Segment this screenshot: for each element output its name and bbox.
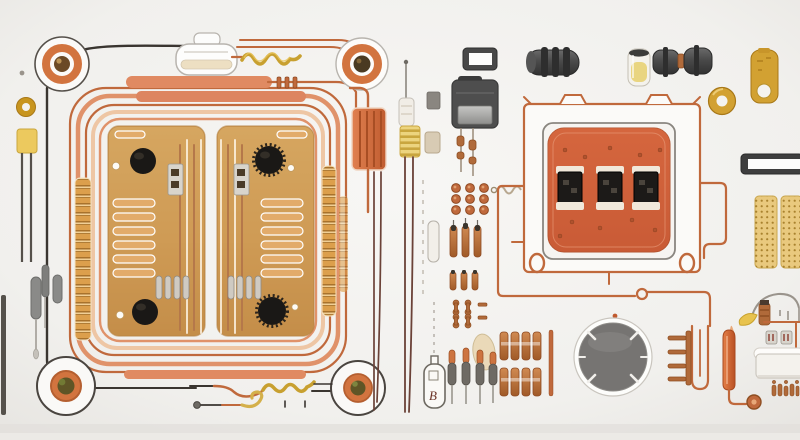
crimp-pins-row2 <box>449 270 479 291</box>
cpu-socket-tab-right <box>645 94 673 105</box>
edge-dark-bar <box>1 295 6 415</box>
trimmer-knob-bl <box>132 299 158 325</box>
gold-washer-small <box>16 97 36 117</box>
middle-column-parts: B <box>348 59 728 413</box>
smd-chip-2 <box>596 166 624 210</box>
via-dot-grid <box>451 183 489 215</box>
gold-jumper-wire-bottom <box>189 380 333 409</box>
right-edge-components <box>573 153 800 410</box>
keycap-module <box>753 347 800 379</box>
interconnect-traces <box>496 181 728 328</box>
crimp-pin-cluster2 <box>499 329 554 397</box>
ribbed-heatsink <box>348 86 387 214</box>
test-probes <box>447 347 498 404</box>
cpu-socket-module <box>522 94 702 285</box>
coil-column-right <box>321 165 337 317</box>
wire-arc-bridge <box>738 292 800 353</box>
copper-rod <box>548 329 554 397</box>
ghost-connector <box>175 32 238 76</box>
bottle-tag: B <box>423 355 446 409</box>
bottom-light-strip <box>0 433 800 440</box>
comb-connector <box>667 330 692 386</box>
gold-washer-large <box>707 86 737 116</box>
trimmer-knobs <box>111 143 299 328</box>
coil-column-right2 <box>339 196 348 292</box>
needle-antenna <box>398 59 415 127</box>
cpu-via-holes <box>557 145 663 239</box>
salmon-bus-bar-bottom <box>124 370 306 379</box>
mount-pad-top-left <box>34 36 90 92</box>
cpu-corner-ring-right <box>678 252 696 274</box>
smd-resistors <box>167 163 250 196</box>
core-side-bars <box>112 130 308 278</box>
coil-column-left <box>74 177 92 341</box>
silver-smd-pair <box>765 330 793 345</box>
coil-inductor-yellow <box>399 125 421 413</box>
crimp-pins-row1 <box>449 218 482 258</box>
cpu-corner-ring-left <box>528 252 546 274</box>
ribbed-inductor-pair <box>652 45 713 77</box>
main-pcb-board <box>34 32 389 416</box>
u-shaped-trace <box>690 324 710 391</box>
trimmer-knob-br <box>258 297 286 325</box>
mount-pad-top-right <box>335 37 389 91</box>
left-edge-parts <box>1 70 63 415</box>
mount-pad-bottom-left <box>36 356 96 416</box>
ribbed-inductor <box>526 47 580 77</box>
buzzer-disc <box>573 313 653 397</box>
mount-pad-bottom-right <box>330 360 386 416</box>
to220-transistor <box>451 76 499 129</box>
trimmer-knob-tl <box>130 148 156 174</box>
bezel-connector <box>462 47 498 71</box>
perforated-gold-pads <box>754 195 800 269</box>
gold-circuit-core <box>107 125 315 337</box>
ferrite-bead <box>424 131 441 154</box>
smd-chip-3 <box>632 166 660 210</box>
gold-jumper-wire-top <box>230 52 302 66</box>
corner-mount-pads <box>34 36 389 416</box>
edge-slot-connector <box>740 153 800 175</box>
smd-chip-1 <box>556 166 584 210</box>
copper-pin-row <box>771 380 800 397</box>
salmon-bus-bar-top2 <box>136 91 306 102</box>
gold-tag <box>750 48 779 104</box>
electrolytic-capacitor <box>627 48 651 87</box>
white-tag-small <box>427 220 440 263</box>
trimmer-knob-tr <box>255 146 283 174</box>
cpu-socket-tab-left <box>559 94 587 105</box>
top-right-components <box>451 45 779 176</box>
glass-vial-capacitor <box>722 325 762 410</box>
banana-bead <box>738 313 758 326</box>
heatsink-lead-wires <box>373 171 382 411</box>
smd-chips <box>556 166 660 210</box>
dumbbell-pins <box>452 299 488 329</box>
axial-fuses <box>456 128 477 176</box>
film-capacitor-yellow <box>16 128 38 262</box>
bottle-tag-label: B <box>429 388 437 403</box>
speck-dot <box>19 70 25 76</box>
standoff-cylinders <box>30 264 63 360</box>
small-gray-chip <box>426 91 441 110</box>
core-pin-clusters <box>155 275 262 300</box>
salmon-bus-bar-top <box>126 76 272 88</box>
